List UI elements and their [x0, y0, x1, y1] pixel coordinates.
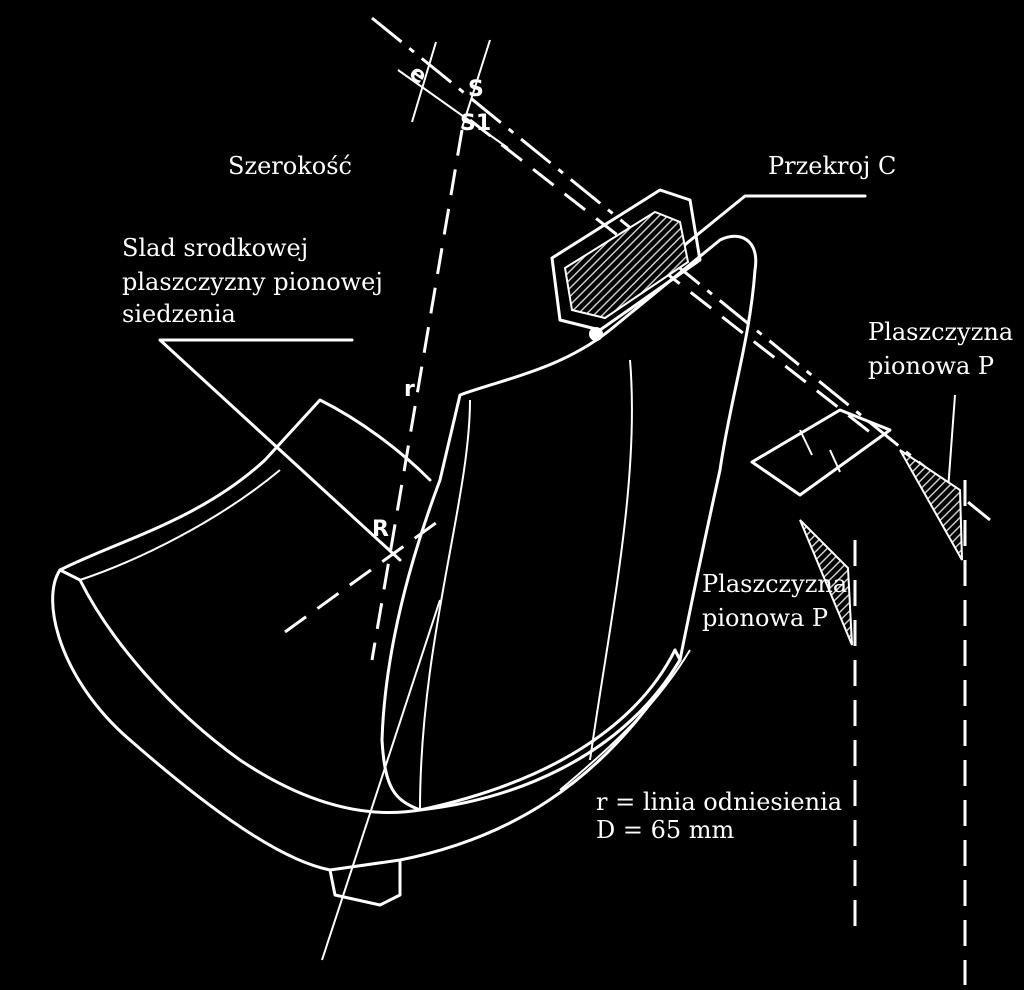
- trace-label-line3: siedzenia: [122, 300, 236, 328]
- plane-mid-label-line1: Plaszczyzna: [702, 570, 847, 598]
- trace-leader-line: [158, 338, 402, 562]
- section-leader-line: [658, 194, 867, 267]
- seat-back: [380, 234, 758, 812]
- width-label: Szerokość: [228, 152, 352, 180]
- symbol-s1: S1: [460, 111, 491, 136]
- plane-box-tick-2: [829, 449, 841, 473]
- reference-line-r: [370, 129, 464, 661]
- seat-back-crease: [589, 359, 633, 761]
- symbol-r-small: r: [404, 377, 415, 402]
- plane-mid-label-line2: pionowa P: [702, 604, 828, 632]
- dimension-tick-2: [461, 39, 491, 129]
- dimension-line-s: [397, 69, 509, 149]
- symbol-r-big: R: [372, 517, 389, 542]
- dimension-tick-1: [411, 41, 437, 123]
- section-c-box-inner: [563, 210, 690, 320]
- seat-back-edge: [419, 399, 471, 811]
- symbol-s: S: [468, 77, 484, 102]
- distance-label: D = 65 mm: [596, 816, 735, 844]
- section-c-marker: [589, 327, 603, 341]
- seat-cushion-top: [58, 398, 432, 572]
- axis-offset-line: [469, 118, 881, 442]
- vertical-plane-box: [750, 408, 892, 497]
- reference-line-secondary: [321, 599, 441, 961]
- section-c-label: Przekroj C: [768, 152, 896, 180]
- reference-line-label: r = linia odniesienia: [596, 788, 842, 816]
- plane-hatch-right: [899, 449, 963, 561]
- seat-axis-line: [371, 16, 991, 522]
- trace-label-line1: Slad srodkowej: [122, 234, 308, 262]
- plane-hatch-mid: [799, 519, 853, 646]
- plane-right-label-line2: pionowa P: [868, 352, 994, 380]
- seat-cushion-edge: [79, 469, 281, 581]
- seat-rail: [559, 649, 691, 791]
- section-c-box: [550, 188, 702, 332]
- seat-front-support: [328, 860, 402, 907]
- plane-line-right-top: [947, 394, 956, 491]
- trace-label-line2: plaszczyzny pionowej: [122, 268, 383, 296]
- plane-box-tick-1: [799, 429, 813, 456]
- trace-dashed-line: [284, 518, 441, 634]
- plane-right-label-line1: Plaszczyzna: [868, 318, 1013, 346]
